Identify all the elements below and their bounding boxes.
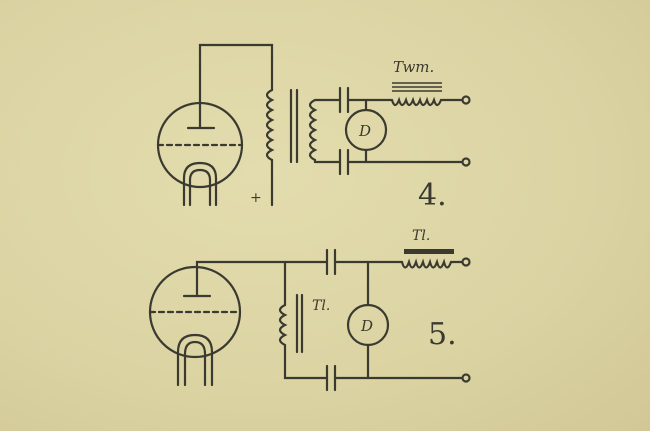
- meter-d-icon: [346, 303, 390, 347]
- core-bar: [404, 249, 454, 254]
- choke-inductor-icon: [400, 258, 464, 269]
- figure-4-circuit: + D Twm. 4.: [156, 43, 471, 213]
- figure-number: 4.: [418, 178, 447, 213]
- inductor-label: Twm.: [393, 58, 434, 76]
- primary-coil-icon: [265, 88, 275, 162]
- coil-icon: [278, 303, 464, 380]
- terminal: [461, 257, 471, 267]
- terminal: [461, 95, 471, 105]
- meter-label: D: [360, 317, 373, 335]
- vacuum-tube-icon: [156, 101, 244, 207]
- figure-number: 5.: [428, 317, 457, 352]
- vacuum-tube-icon: [148, 265, 242, 387]
- meter-label: D: [358, 122, 371, 140]
- terminal: [461, 157, 471, 167]
- terminal: [461, 373, 471, 383]
- figure-5-circuit: Tl. D Tl. 5.: [148, 228, 471, 392]
- polarity-plus: +: [250, 190, 262, 206]
- secondary-coil-icon: [308, 98, 318, 164]
- inductor-label: Tl.: [412, 228, 430, 244]
- meter-d-icon: [344, 108, 388, 152]
- transformer-label: Tl.: [312, 298, 330, 314]
- choke-inductor-icon: [390, 96, 464, 107]
